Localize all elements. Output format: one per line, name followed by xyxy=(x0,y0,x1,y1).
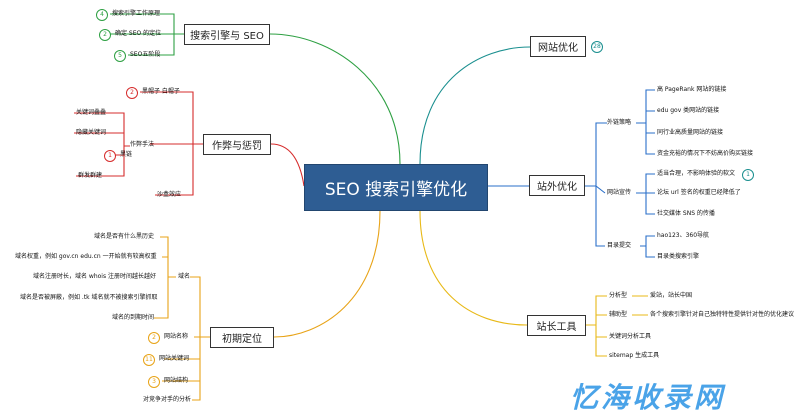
tool-1-label[interactable]: 辅助型 xyxy=(609,311,628,318)
topic-seo-engine-label: 搜索引擎与 SEO xyxy=(190,31,264,42)
cheat-sandbox[interactable]: 沙盒效应 xyxy=(157,191,182,198)
edge-tools-items xyxy=(586,295,607,357)
tool-1-value[interactable]: 各个搜索引擎针对自己独特特性提供针对性的优化建议 xyxy=(650,311,795,318)
external-item-2[interactable]: 同行业高质量网站的链接 xyxy=(657,129,724,136)
topic-offsite-label: 站外优化 xyxy=(537,182,577,193)
domain-item-2[interactable]: 域名注册时长，域名 whois 注册时间越长越好 xyxy=(33,273,156,280)
site-structure-badge[interactable]: 3 xyxy=(148,376,160,388)
seo-engine-item-1-badge[interactable]: 2 xyxy=(99,29,111,41)
tool-0-label[interactable]: 分析型 xyxy=(609,292,628,299)
watermark-text: 忆海收录网 xyxy=(570,381,726,414)
domain-item-1[interactable]: 域名权重，例如 gov.cn edu.cn 一开始就有较高权重 xyxy=(15,253,157,260)
site-name-badge[interactable]: 2 xyxy=(148,332,160,344)
offsite-directory[interactable]: 目录提交 xyxy=(607,242,632,249)
topic-offsite[interactable]: 站外优化 xyxy=(529,175,585,196)
topic-cheat[interactable]: 作弊与惩罚 xyxy=(203,134,271,155)
directory-item-0[interactable]: hao123、360导航 xyxy=(657,232,710,239)
offsite-external[interactable]: 外链策略 xyxy=(607,119,632,126)
early-site-name[interactable]: 网站名称 xyxy=(164,333,189,340)
early-site-structure[interactable]: 网站结构 xyxy=(164,377,189,384)
site-keywords-badge[interactable]: 11 xyxy=(143,354,155,366)
topic-tools[interactable]: 站长工具 xyxy=(527,315,586,336)
seo-engine-item-0-badge[interactable]: 4 xyxy=(96,9,108,21)
domain-item-0[interactable]: 域名是否有什么黑历史 xyxy=(94,233,155,240)
edge-root-early xyxy=(273,210,381,338)
promotion-item-2[interactable]: 社交媒体 SNS 的传播 xyxy=(657,210,715,217)
root-node[interactable]: SEO 搜索引擎优化 xyxy=(304,164,488,211)
external-item-1[interactable]: edu gov 类网站的链接 xyxy=(657,107,720,114)
root-label: SEO 搜索引擎优化 xyxy=(324,180,468,200)
early-domain[interactable]: 域名 xyxy=(178,273,191,280)
edge-root-site-opt xyxy=(419,46,531,165)
seo-engine-item-2-badge[interactable]: 5 xyxy=(114,50,126,62)
edge-root-seo-engine xyxy=(269,33,401,165)
edge-seo-engine-items xyxy=(110,13,184,56)
promotion-item-1[interactable]: 论坛 url 签名的权重已经降低了 xyxy=(657,189,741,196)
topic-seo-engine[interactable]: 搜索引擎与 SEO xyxy=(184,24,270,45)
seo-engine-item-2[interactable]: SEO五阶段 xyxy=(130,51,161,58)
cheat-method[interactable]: 作弊手法 xyxy=(130,141,155,148)
edge-tools-values xyxy=(632,295,648,316)
black-white-badge[interactable]: 2 xyxy=(126,87,138,99)
topic-early-label: 初期定位 xyxy=(222,334,262,345)
early-competitor[interactable]: 对竞争对手的分析 xyxy=(143,396,192,403)
method-item-1[interactable]: 隐藏关键词 xyxy=(76,129,107,136)
edge-early-items xyxy=(162,276,210,401)
external-item-3[interactable]: 资金充裕的情况下不妨高价购买链接 xyxy=(657,150,754,157)
topic-site-opt[interactable]: 网站优化 xyxy=(530,36,586,57)
directory-item-1[interactable]: 目录类搜索引擎 xyxy=(657,253,700,260)
domain-item-3[interactable]: 域名是否被屏蔽，例如 .tk 域名就不被搜索引擎抓取 xyxy=(20,294,158,301)
edge-external-items xyxy=(636,89,655,155)
method-item-0[interactable]: 关键词叠叠 xyxy=(76,109,107,116)
tool-0-value[interactable]: 爱站，站长中国 xyxy=(650,292,693,299)
promotion-badge[interactable]: 1 xyxy=(742,169,754,181)
topic-tools-label: 站长工具 xyxy=(536,322,577,333)
tool-2-label[interactable]: 关键词分析工具 xyxy=(609,333,652,340)
edge-directory-items xyxy=(640,235,655,258)
edge-root-cheat xyxy=(270,143,305,187)
seo-engine-item-1[interactable]: 确定 SEO 的定位 xyxy=(115,30,162,37)
cheat-black-white[interactable]: 黑帽子 白帽子 xyxy=(142,88,180,95)
edge-cheat-items xyxy=(140,91,203,196)
offsite-promotion[interactable]: 网站宣传 xyxy=(607,189,632,196)
edge-offsite-items xyxy=(585,122,607,247)
edge-root-tools xyxy=(419,210,528,326)
promotion-item-0[interactable]: 适当合理，不影响体验的软文 xyxy=(657,170,736,177)
early-site-keywords[interactable]: 网站关键词 xyxy=(159,355,190,362)
external-item-0[interactable]: 高 PageRank 网站的链接 xyxy=(657,86,727,93)
edge-domain-items xyxy=(154,236,176,319)
tool-3-label[interactable]: sitemap 生成工具 xyxy=(609,352,660,359)
topic-site-opt-label: 网站优化 xyxy=(538,43,578,54)
edge-method-items xyxy=(74,112,130,177)
seo-engine-item-0[interactable]: 搜索引擎工作原理 xyxy=(112,10,161,17)
edge-promotion-items xyxy=(636,173,655,215)
topic-cheat-label: 作弊与惩罚 xyxy=(212,141,262,152)
domain-item-4[interactable]: 域名的到期时间 xyxy=(112,314,155,321)
method-item-3[interactable]: 群发群建 xyxy=(78,172,103,179)
black-link-badge[interactable]: 1 xyxy=(104,150,116,162)
topic-early[interactable]: 初期定位 xyxy=(210,327,274,348)
site-opt-badge[interactable]: 28 xyxy=(591,41,603,53)
method-item-2[interactable]: 黑链 xyxy=(120,151,133,158)
